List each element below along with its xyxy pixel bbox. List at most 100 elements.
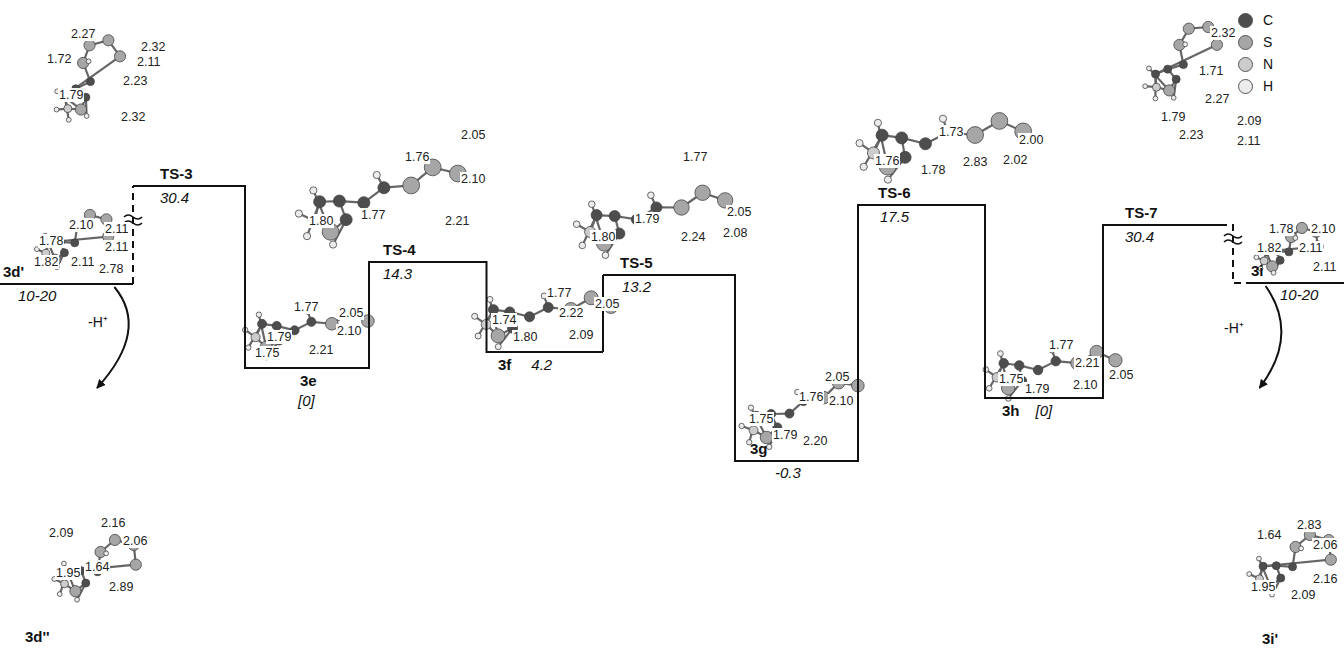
energy-value: [0] — [1036, 402, 1053, 419]
bond-length: 2.23 — [1178, 128, 1204, 142]
atom — [573, 221, 580, 228]
bond-length: 2.00 — [1018, 133, 1044, 147]
atom — [491, 329, 505, 343]
bond-length: 2.10 — [460, 172, 486, 186]
legend-swatch — [1238, 35, 1253, 50]
energy-value: 10-20 — [1246, 284, 1344, 304]
state-name: 3i' — [1262, 630, 1278, 648]
atom — [1271, 270, 1276, 275]
bond-length: 2.10 — [1310, 222, 1336, 236]
atom — [591, 210, 602, 221]
energy-value: 4.2 — [531, 356, 552, 373]
energy-bar — [603, 274, 725, 276]
deprotonation-arrow — [1260, 286, 1282, 388]
bond-length: 2.08 — [722, 226, 748, 240]
atom — [749, 426, 758, 435]
atom — [251, 333, 260, 342]
profile-line — [235, 186, 255, 368]
atom — [602, 252, 609, 259]
molecule — [573, 185, 732, 258]
atom — [84, 40, 95, 51]
bond-length: 1.77 — [546, 286, 572, 300]
atom — [258, 319, 267, 328]
bond-length: 1.77 — [293, 300, 319, 314]
atom — [1293, 236, 1298, 241]
atom — [1164, 85, 1175, 96]
atom — [1172, 75, 1180, 83]
atom — [609, 211, 620, 222]
bond-length: 2.09 — [1290, 588, 1316, 602]
atom — [1147, 66, 1152, 71]
atom — [75, 597, 80, 602]
legend-text: H — [1263, 78, 1273, 94]
atom — [82, 579, 90, 587]
bond-length: 1.79 — [1160, 110, 1186, 124]
energy-level: 3h[0] — [990, 397, 1093, 420]
energy-level: TS-414.3 — [378, 241, 483, 283]
bond-length: 2.21 — [1074, 356, 1100, 370]
atom — [246, 345, 251, 350]
bond-length: 2.32 — [140, 40, 166, 54]
atom — [487, 296, 493, 302]
bond-length: 2.32 — [120, 110, 146, 124]
energy-level: 3g-0.3 — [745, 440, 848, 482]
bond-length: 1.79 — [772, 428, 798, 442]
atom — [1285, 248, 1293, 256]
state-name: TS-7 — [1113, 204, 1220, 224]
state-name: TS-5 — [603, 254, 725, 274]
bond-length: 1.80 — [590, 230, 616, 244]
atom — [1299, 546, 1304, 551]
atom — [84, 114, 89, 119]
legend-entry: C — [1238, 12, 1273, 28]
bond-length: 1.75 — [254, 346, 280, 360]
atom — [1051, 356, 1061, 366]
bond-length: 2.83 — [1296, 518, 1322, 532]
state-name: 3g — [745, 440, 848, 460]
atom — [1257, 556, 1262, 561]
bond-length: 2.32 — [1210, 26, 1236, 40]
bond-length: 1.80 — [308, 214, 334, 228]
atom — [472, 313, 478, 319]
atom — [1033, 365, 1043, 375]
molecule — [54, 35, 125, 123]
atom — [1183, 42, 1188, 47]
atom — [358, 197, 370, 209]
atom — [103, 35, 114, 46]
bond-length: 1.78 — [920, 163, 946, 177]
atom — [986, 385, 992, 391]
atom — [939, 115, 946, 122]
bond-length: 1.95 — [55, 566, 81, 580]
bond-length: 1.77 — [360, 208, 386, 222]
edge-label: -H⁺ — [86, 312, 110, 331]
energy-bar — [990, 397, 1093, 399]
legend-entry: N — [1238, 56, 1273, 72]
bond-length: 2.78 — [98, 262, 124, 276]
atom — [674, 200, 689, 215]
atom — [648, 192, 655, 199]
atom — [307, 317, 316, 326]
energy-value: 13.2 — [603, 276, 725, 296]
energy-value: 30.4 — [133, 187, 235, 207]
atom — [919, 138, 931, 150]
bond-length: 1.79 — [266, 330, 292, 344]
bond-length: 1.79 — [1024, 382, 1050, 396]
atom — [1259, 562, 1267, 570]
atom — [896, 132, 908, 144]
legend-swatch — [1238, 13, 1253, 28]
energy-level: 3e[0] — [255, 367, 360, 410]
bond-length: 1.79 — [634, 212, 660, 226]
deprotonation-arrow — [97, 287, 129, 388]
atom — [543, 302, 553, 312]
bond-length: 1.71 — [1198, 64, 1224, 78]
atom — [378, 182, 390, 194]
atom — [739, 423, 744, 428]
bond-length: 2.20 — [802, 434, 828, 448]
atom — [57, 592, 62, 597]
profile-line — [132, 186, 134, 284]
bond-length: 1.72 — [46, 52, 72, 66]
bond-length: 1.78 — [1268, 222, 1294, 236]
bond-length: 2.11 — [70, 255, 95, 269]
bond-length: 2.11 — [104, 222, 129, 236]
atom — [1143, 84, 1148, 89]
energy-level: TS-730.4 — [1113, 204, 1220, 246]
